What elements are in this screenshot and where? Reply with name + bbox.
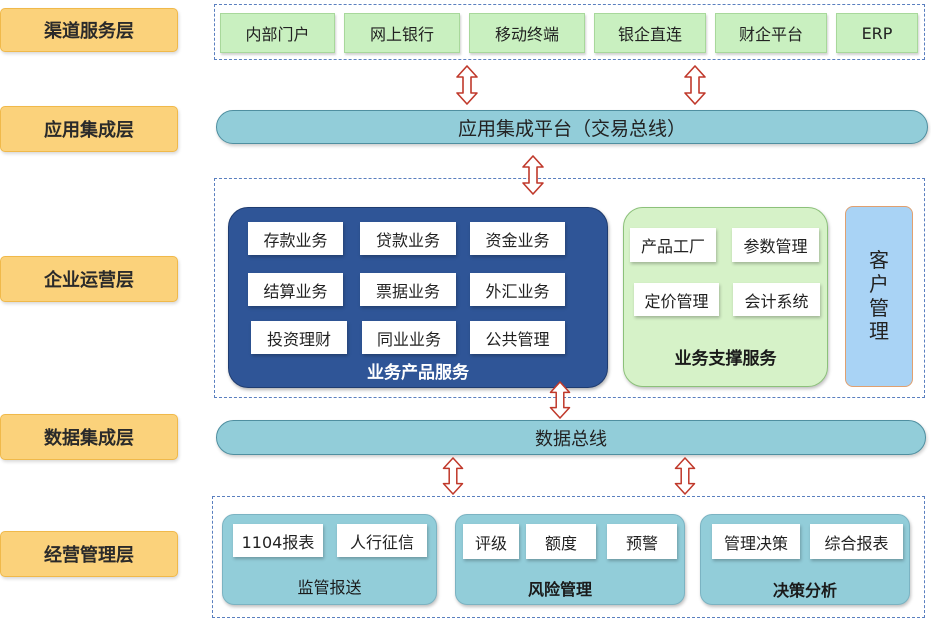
channel-internal-portal: 内部门户	[220, 13, 335, 53]
product-settlement: 结算业务	[248, 273, 343, 306]
management-layer-frame	[212, 496, 925, 618]
layer-label-data: 数据集成层	[0, 414, 178, 460]
item-limit: 额度	[526, 524, 596, 559]
arrow-data-mgmt-right	[674, 457, 696, 495]
item-comprehensive-report: 综合报表	[810, 524, 903, 559]
item-management-decision: 管理决策	[712, 524, 800, 559]
arrow-channel-app-right	[684, 65, 706, 105]
channel-bank-enterprise: 银企直连	[594, 13, 706, 53]
product-deposit: 存款业务	[248, 222, 343, 255]
business-support-title: 业务支撑服务	[674, 348, 777, 369]
product-loan: 贷款业务	[360, 222, 456, 255]
layer-label-application: 应用集成层	[0, 106, 178, 152]
arrow-data-mgmt-left	[442, 457, 464, 495]
support-accounting-system: 会计系统	[733, 283, 820, 316]
business-products-title: 业务产品服务	[367, 362, 469, 383]
support-product-factory: 产品工厂	[630, 228, 716, 262]
item-alert: 预警	[607, 524, 677, 559]
customer-mgmt-char-3: 管	[869, 295, 889, 320]
item-credit-reference: 人行征信	[337, 524, 427, 557]
support-parameter-mgmt: 参数管理	[732, 228, 819, 262]
layer-label-channel: 渠道服务层	[0, 8, 178, 52]
product-interbank: 同业业务	[362, 321, 456, 354]
data-bus: 数据总线	[216, 420, 926, 455]
channel-erp: ERP	[836, 13, 918, 53]
customer-management-box: 客 户 管 理	[845, 206, 913, 387]
product-public-mgmt: 公共管理	[470, 321, 565, 354]
support-pricing-mgmt: 定价管理	[634, 283, 719, 316]
risk-management-title: 风险管理	[527, 580, 592, 599]
decision-analysis-title: 决策分析	[772, 581, 837, 600]
item-1104-report: 1104报表	[233, 524, 323, 557]
customer-mgmt-char-2: 户	[869, 271, 889, 296]
arrow-app-enterprise	[521, 154, 545, 196]
application-integration-bus: 应用集成平台（交易总线）	[216, 110, 928, 144]
product-bill: 票据业务	[360, 273, 456, 306]
customer-mgmt-char-4: 理	[869, 319, 889, 344]
channel-mobile-terminal: 移动终端	[469, 13, 585, 53]
channel-layer-frame	[214, 4, 925, 60]
channel-online-banking: 网上银行	[344, 13, 460, 53]
product-fund: 资金业务	[470, 222, 565, 255]
channel-finance-platform: 财企平台	[715, 13, 827, 53]
item-rating: 评级	[463, 524, 519, 559]
product-investment: 投资理财	[251, 321, 347, 354]
enterprise-layer-frame	[214, 178, 925, 398]
customer-mgmt-char-1: 客	[869, 248, 889, 273]
arrow-enterprise-data	[549, 381, 571, 419]
regulatory-reporting-title: 监管报送	[297, 578, 362, 597]
arrow-channel-app-left	[456, 65, 478, 105]
layer-label-management: 经营管理层	[0, 531, 178, 577]
product-forex: 外汇业务	[470, 273, 565, 306]
layer-label-enterprise: 企业运营层	[0, 256, 178, 302]
